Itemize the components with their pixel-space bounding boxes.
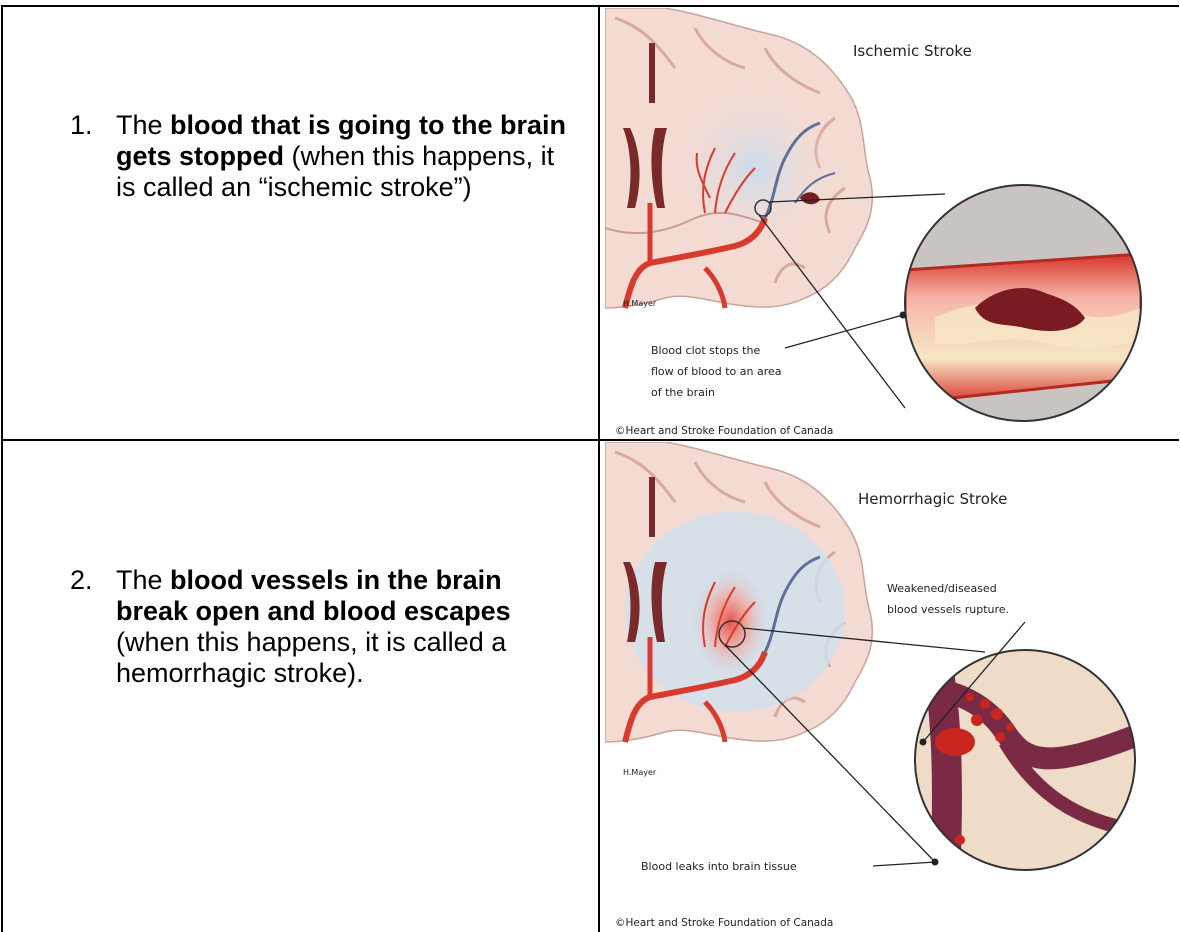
- row-2-post: (when this happens, it is called a hemor…: [116, 627, 506, 688]
- row-2-description: The blood vessels in the brain break ope…: [116, 565, 576, 689]
- table-border-left: [1, 5, 3, 932]
- row-1-pre: The: [116, 110, 170, 140]
- hemorrhagic-callout-top-line-1: Weakened/diseased: [887, 582, 997, 595]
- row-2-text: 2. The blood vessels in the brain break …: [70, 565, 570, 725]
- ischemic-stroke-illustration: Ischemic Stroke H.Mayer Blood clot stops…: [605, 8, 1179, 438]
- row-2-pre: The: [116, 565, 170, 595]
- row-2-bold: blood vessels in the brain break open an…: [116, 565, 511, 626]
- ischemic-callout-line-3: of the brain: [651, 386, 715, 399]
- table-border-divider-vertical: [598, 5, 600, 932]
- hemorrhagic-magnified-view: [873, 622, 1145, 882]
- ischemic-callout-line-2: flow of blood to an area: [651, 365, 782, 378]
- hemorrhagic-credit: ©Heart and Stroke Foundation of Canada: [615, 917, 833, 929]
- hemorrhagic-figure-artist: H.Mayer: [623, 768, 657, 777]
- row-1-number: 1.: [70, 110, 93, 141]
- table-border-top: [1, 5, 1179, 7]
- hemorrhagic-callout-top-line-2: blood vessels rupture.: [887, 603, 1009, 616]
- ischemic-credit: ©Heart and Stroke Foundation of Canada: [615, 425, 833, 437]
- row-2-number: 2.: [70, 565, 93, 596]
- ischemic-figure-title: Ischemic Stroke: [853, 42, 972, 60]
- row-1-description: The blood that is going to the brain get…: [116, 110, 576, 203]
- ischemic-figure-artist: H.Mayer: [623, 299, 657, 308]
- table-border-divider-horizontal: [1, 439, 1179, 441]
- row-1-text: 1. The blood that is going to the brain …: [70, 110, 570, 270]
- brain-section-2: [605, 442, 872, 742]
- ischemic-callout-line-1: Blood clot stops the: [651, 344, 760, 357]
- hemorrhagic-callout-bottom: Blood leaks into brain tissue: [641, 860, 797, 873]
- hemorrhagic-figure-title: Hemorrhagic Stroke: [858, 490, 1007, 508]
- brain-section: [605, 8, 872, 308]
- hemorrhagic-stroke-illustration: Hemorrhagic Stroke H.Mayer Weakened/dise…: [605, 442, 1179, 932]
